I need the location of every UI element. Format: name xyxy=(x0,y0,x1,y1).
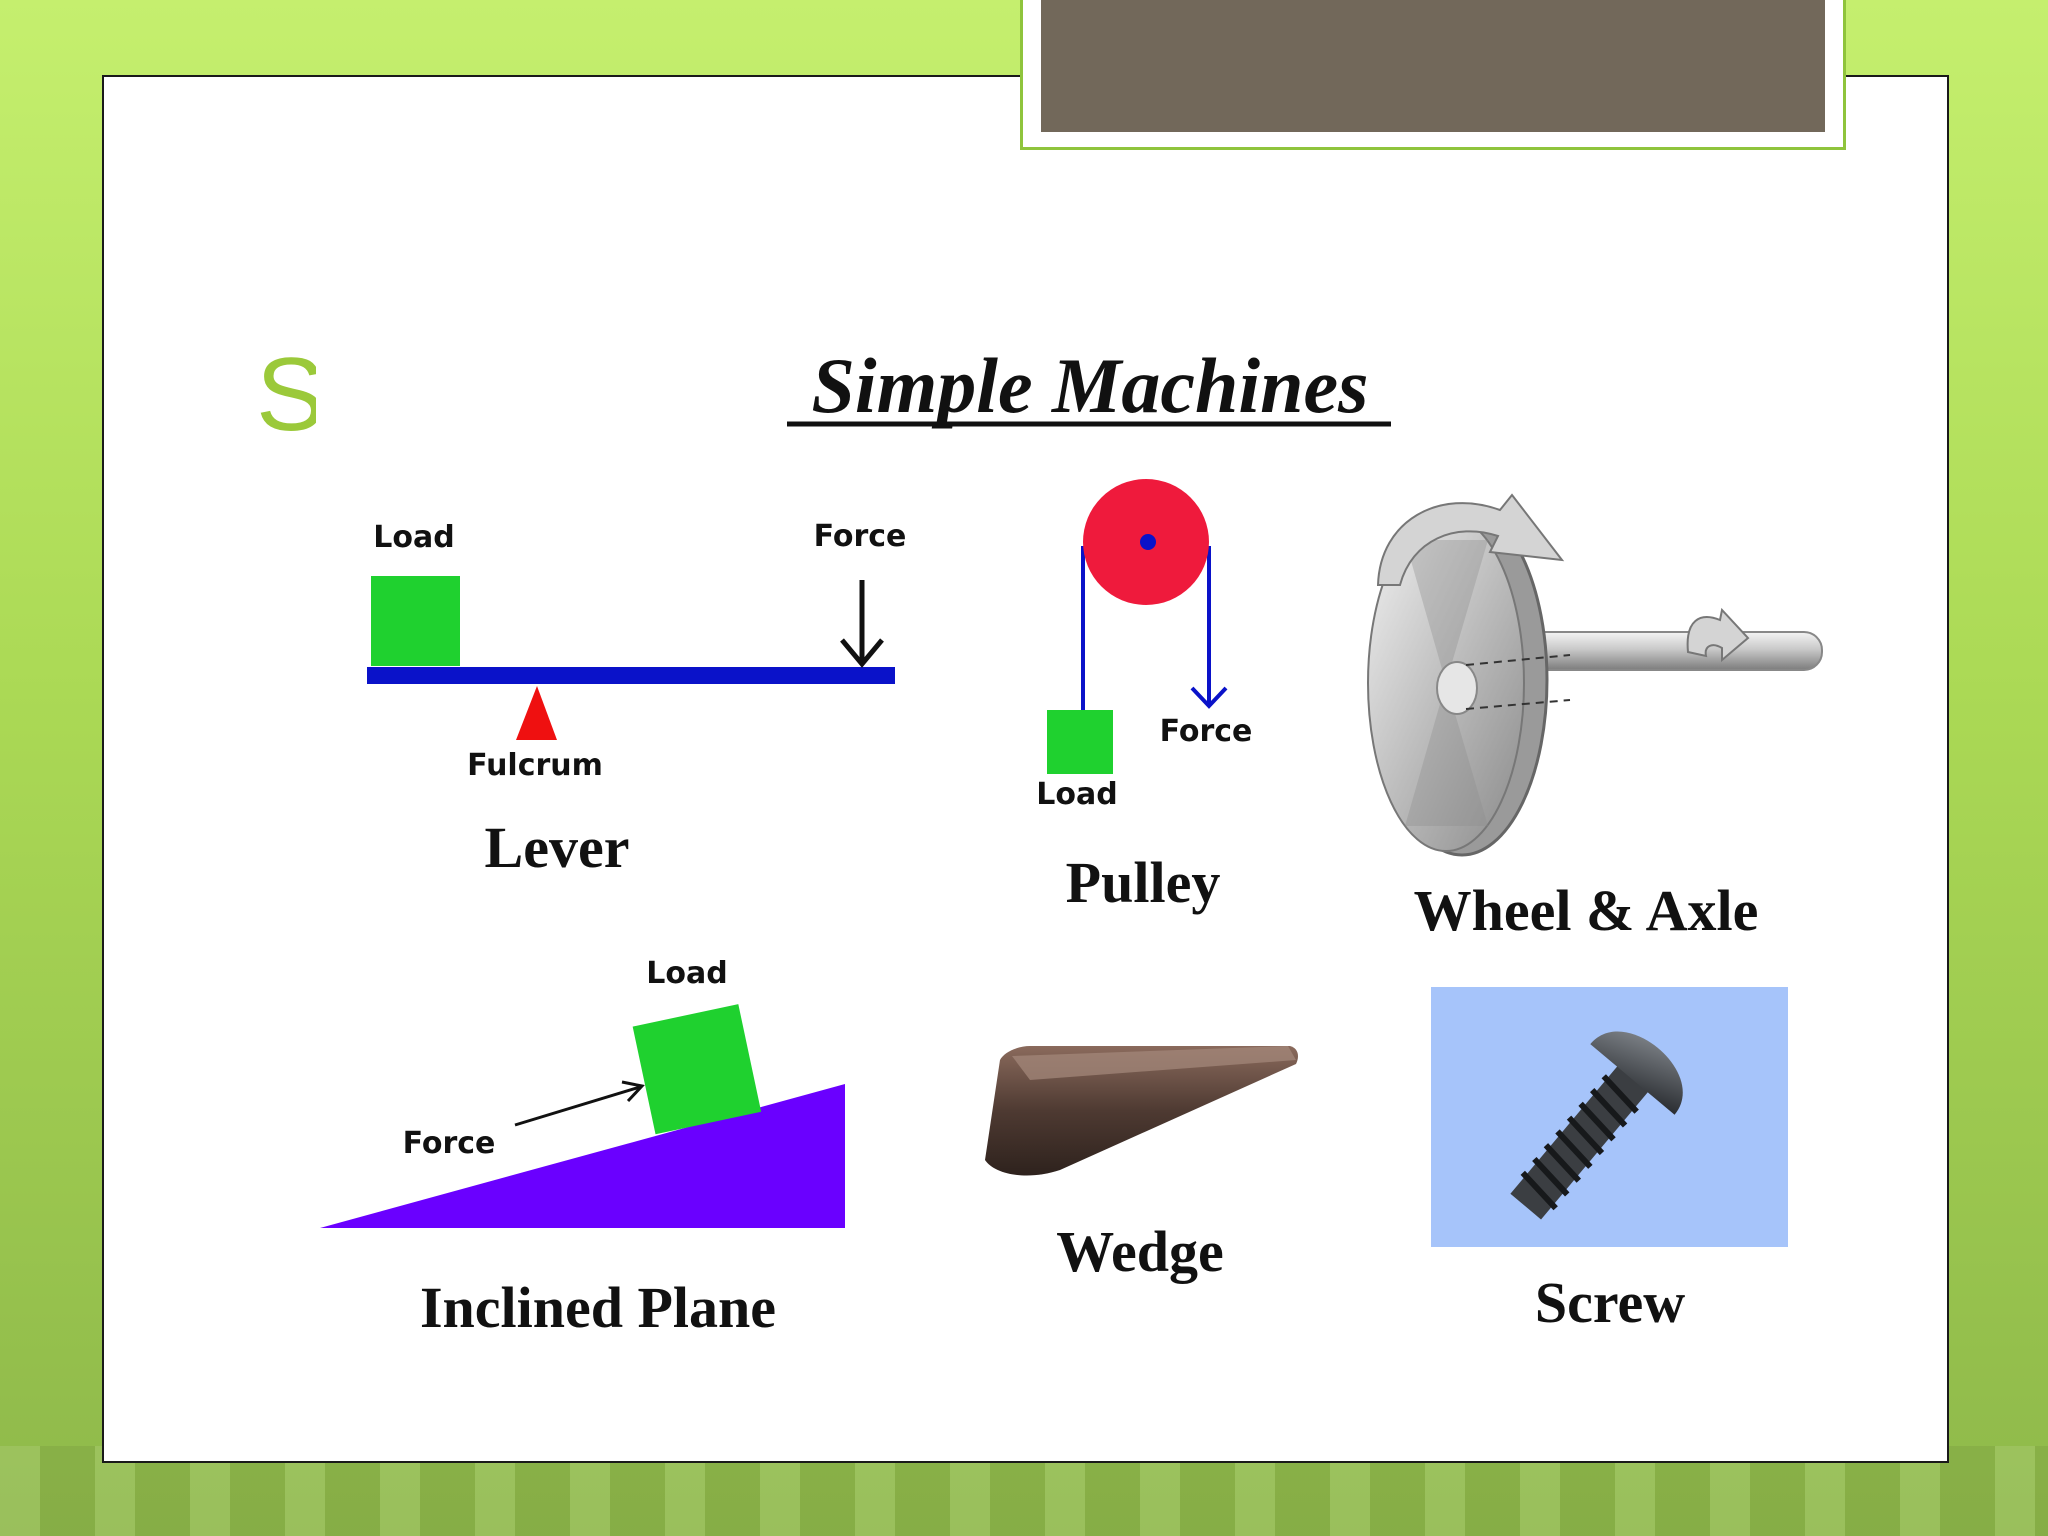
pulley-axle-dot xyxy=(1140,534,1156,550)
wheel-and-axle-diagram: Wheel & Axle xyxy=(1367,493,1823,943)
incline-force-label: Force xyxy=(403,1126,496,1161)
incline-force-arrow-shaft xyxy=(514,1085,641,1127)
lever-caption: Lever xyxy=(485,815,630,880)
axle-hidden-line-bottom xyxy=(1465,699,1571,710)
wheel-and-axle-caption: Wheel & Axle xyxy=(1414,878,1759,943)
incline-load-label: Load xyxy=(646,956,727,991)
inclined-plane-diagram: Load Force Inclined Plane xyxy=(320,956,845,1340)
pulley-load-label: Load xyxy=(1036,777,1117,812)
lever-diagram: Load Force Fulcrum Lever xyxy=(367,519,906,880)
inclined-plane-caption: Inclined Plane xyxy=(420,1275,776,1340)
wheel-rotation-arrow-icon xyxy=(1376,493,1565,586)
screw-caption: Screw xyxy=(1535,1270,1685,1335)
wheel-face-shade-lower xyxy=(1405,683,1488,826)
screw-shaft xyxy=(1510,1063,1651,1220)
slide-heading-fragment[interactable]: S xyxy=(256,337,316,453)
axle-rotation-arrow-icon xyxy=(1686,607,1750,663)
pulley-force-label: Force xyxy=(1160,714,1253,749)
wheel-face-shade xyxy=(1405,540,1488,683)
wedge-diagram: Wedge xyxy=(985,1046,1298,1284)
lever-beam xyxy=(367,667,895,684)
pulley-caption: Pulley xyxy=(1066,850,1221,915)
wedge-caption: Wedge xyxy=(1056,1219,1224,1284)
diagram-title: Simple Machines xyxy=(812,342,1369,429)
fulcrum-label: Fulcrum xyxy=(467,748,603,783)
screw-threads xyxy=(1520,1074,1639,1211)
lever-force-arrow-head xyxy=(840,638,884,668)
screw-head xyxy=(1590,1031,1683,1115)
wedge-body xyxy=(985,1046,1298,1176)
title-placeholder-box[interactable] xyxy=(1020,0,1846,150)
title-placeholder-fill xyxy=(1041,0,1825,132)
simple-machines-diagram: Simple Machines Load Force Fulcrum Lever… xyxy=(320,342,1823,1340)
wedge-top-face xyxy=(1012,1046,1296,1080)
fulcrum-triangle xyxy=(516,686,557,740)
wheel-hub xyxy=(1436,661,1478,715)
incline-force-arrow-head xyxy=(621,1080,645,1103)
pulley-force-arrow-head xyxy=(1190,686,1228,709)
pulley-load-box xyxy=(1047,710,1113,774)
lever-force-label: Force xyxy=(814,519,907,554)
lever-load-label: Load xyxy=(373,520,454,555)
pulley-diagram: Force Load Pulley xyxy=(1036,479,1252,915)
lever-load-box xyxy=(371,576,460,666)
axle-hidden-line-top xyxy=(1465,654,1571,666)
screw-diagram: Screw xyxy=(1431,987,1788,1335)
incline-load-box xyxy=(632,1004,762,1135)
